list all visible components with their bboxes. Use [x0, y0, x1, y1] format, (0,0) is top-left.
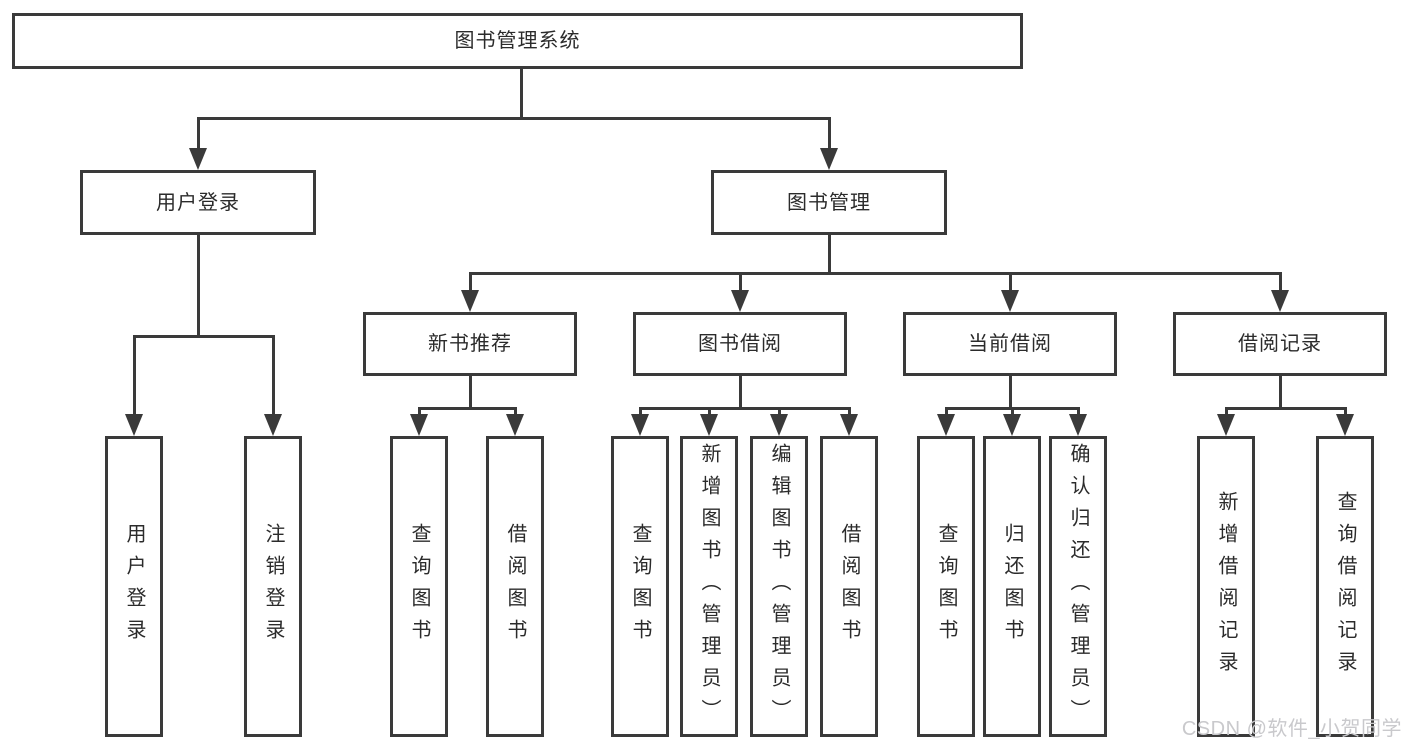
arrow-down-icon — [1335, 408, 1355, 436]
connector-new-book-recommend-rail — [418, 407, 517, 410]
leaf-add-borrow-record: 新增借阅记录 — [1197, 436, 1255, 737]
arrow-down-icon — [1068, 408, 1088, 436]
leaf-return-book-label: 归还图书 — [1001, 522, 1023, 651]
connector-root-stub — [520, 69, 523, 120]
arrow-down-icon — [188, 118, 208, 170]
arrow-down-icon — [769, 408, 789, 436]
connector-current-borrow-stub — [1009, 376, 1012, 410]
node-book-management: 图书管理 — [711, 170, 947, 235]
node-book-borrow: 图书借阅 — [633, 312, 847, 376]
connector-book-management-stub — [828, 235, 831, 275]
node-borrow-record: 借阅记录 — [1173, 312, 1387, 376]
leaf-query-book-current-label: 查询图书 — [935, 522, 957, 651]
connector-user-login-stub — [197, 235, 200, 338]
arrow-down-icon — [124, 336, 144, 436]
leaf-query-book-borrow-label: 查询图书 — [629, 522, 651, 651]
leaf-user-login-label: 用户登录 — [123, 522, 145, 651]
arrow-down-icon — [1000, 273, 1020, 312]
node-borrow-record-label: 借阅记录 — [1238, 333, 1322, 355]
leaf-add-book-admin: 新增图书（管理员） — [680, 436, 738, 737]
node-new-book-recommend-label: 新书推荐 — [428, 333, 512, 355]
connector-borrow-record-stub — [1279, 376, 1282, 410]
leaf-borrow-book: 借阅图书 — [820, 436, 878, 737]
connector-book-borrow-stub — [739, 376, 742, 410]
csdn-watermark: CSDN @软件_小贺同学 — [1181, 718, 1402, 740]
arrow-down-icon — [936, 408, 956, 436]
node-book-borrow-label: 图书借阅 — [698, 333, 782, 355]
leaf-confirm-return-admin-label: 确认归还（管理员） — [1067, 442, 1089, 731]
leaf-query-book-borrow: 查询图书 — [611, 436, 669, 737]
node-book-management-label: 图书管理 — [787, 191, 871, 214]
arrow-down-icon — [730, 273, 750, 312]
leaf-query-book-current: 查询图书 — [917, 436, 975, 737]
leaf-borrow-book-recommend-label: 借阅图书 — [504, 522, 526, 651]
arrow-down-icon — [1002, 408, 1022, 436]
node-user-login-label: 用户登录 — [156, 191, 240, 214]
node-new-book-recommend: 新书推荐 — [363, 312, 577, 376]
arrow-down-icon — [1270, 273, 1290, 312]
leaf-edit-book-admin: 编辑图书（管理员） — [750, 436, 808, 737]
node-current-borrow-label: 当前借阅 — [968, 333, 1052, 355]
connector-level2-rail — [469, 272, 1282, 275]
connector-user-login-rail — [133, 335, 275, 338]
leaf-borrow-book-label: 借阅图书 — [838, 522, 860, 651]
connector-book-borrow-rail — [639, 407, 851, 410]
leaf-query-book-recommend-label: 查询图书 — [408, 522, 430, 651]
leaf-add-book-admin-label: 新增图书（管理员） — [698, 442, 720, 731]
node-user-login: 用户登录 — [80, 170, 316, 235]
arrow-down-icon — [460, 273, 480, 312]
arrow-down-icon — [630, 408, 650, 436]
arrow-down-icon — [839, 408, 859, 436]
leaf-logout-label: 注销登录 — [262, 522, 284, 651]
node-root-system-label: 图书管理系统 — [454, 30, 581, 52]
leaf-query-borrow-record: 查询借阅记录 — [1316, 436, 1374, 737]
leaf-query-borrow-record-label: 查询借阅记录 — [1334, 490, 1356, 683]
leaf-return-book: 归还图书 — [983, 436, 1041, 737]
leaf-logout: 注销登录 — [244, 436, 302, 737]
arrow-down-icon — [1216, 408, 1236, 436]
leaf-query-book-recommend: 查询图书 — [390, 436, 448, 737]
leaf-user-login: 用户登录 — [105, 436, 163, 737]
leaf-confirm-return-admin: 确认归还（管理员） — [1049, 436, 1107, 737]
node-current-borrow: 当前借阅 — [903, 312, 1117, 376]
leaf-edit-book-admin-label: 编辑图书（管理员） — [768, 442, 790, 731]
arrow-down-icon — [409, 408, 429, 436]
leaf-add-borrow-record-label: 新增借阅记录 — [1215, 490, 1237, 683]
arrow-down-icon — [699, 408, 719, 436]
arrow-down-icon — [263, 336, 283, 436]
leaf-borrow-book-recommend: 借阅图书 — [486, 436, 544, 737]
node-root-system: 图书管理系统 — [12, 13, 1023, 69]
connector-new-book-recommend-stub — [469, 376, 472, 410]
arrow-down-icon — [505, 408, 525, 436]
connector-borrow-record-rail — [1225, 407, 1347, 410]
arrow-down-icon — [819, 118, 839, 170]
connector-level1-rail — [197, 117, 831, 120]
